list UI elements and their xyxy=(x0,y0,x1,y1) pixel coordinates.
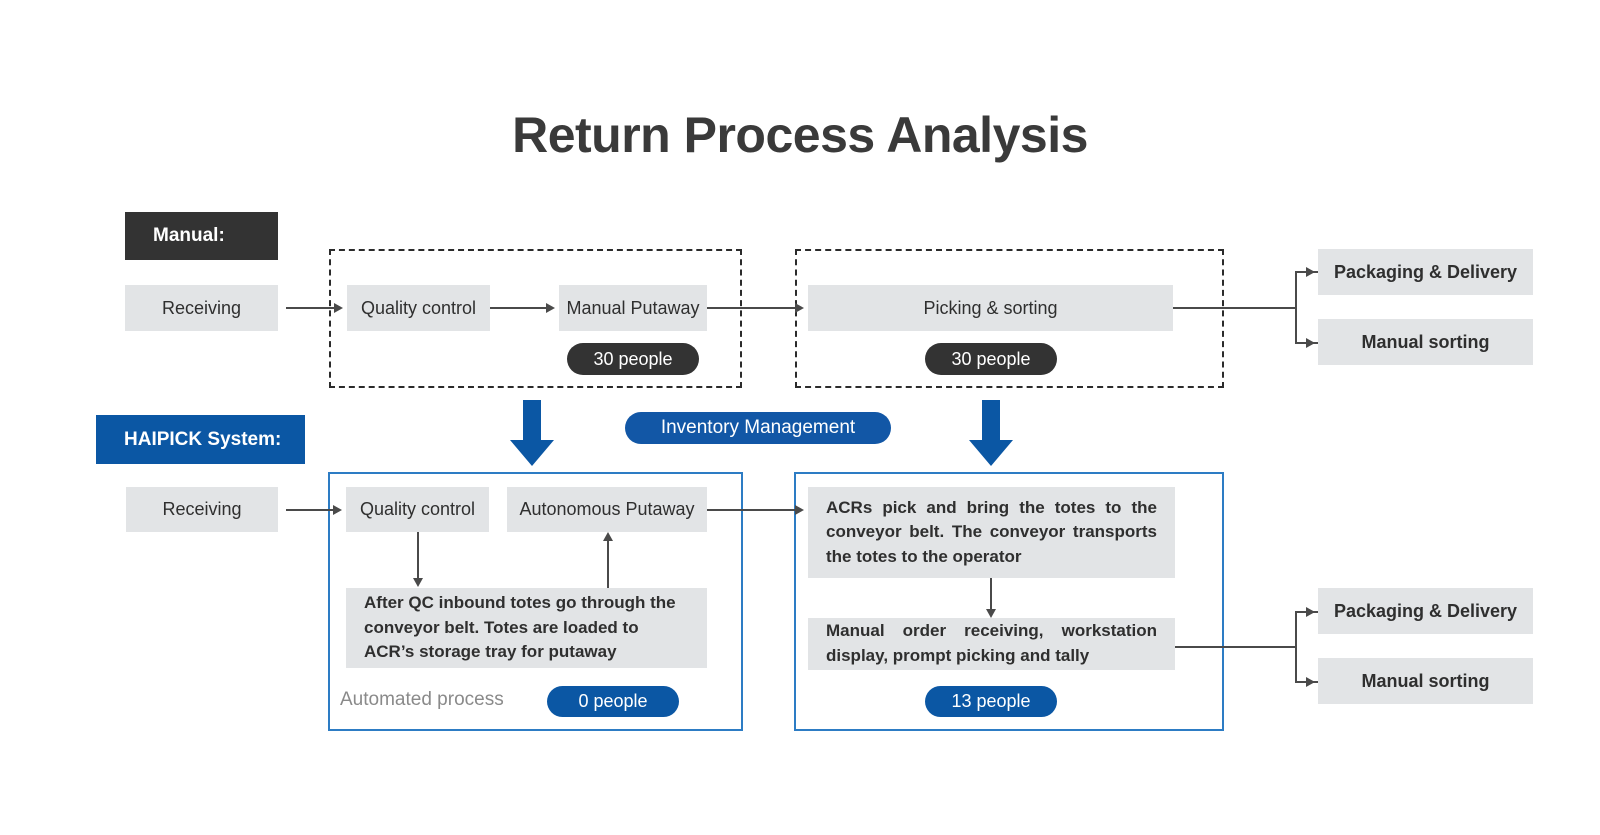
haipick-left-people-label: 0 people xyxy=(578,691,648,711)
automated-process-text: Automated process xyxy=(340,689,504,710)
haipick-receiving-label: Receiving xyxy=(162,499,242,519)
haipick-manual-order-text: Manual order receiving, workstation disp… xyxy=(826,621,1157,665)
manual-receiving-label: Receiving xyxy=(161,297,242,318)
arrowhead-manual-qc xyxy=(334,303,343,313)
manual-putaway-people-label: 30 people xyxy=(593,348,673,369)
haipick-output-packaging-box[interactable]: Packaging & Delivery xyxy=(1318,588,1533,634)
automated-process-label: Automated process xyxy=(340,689,504,711)
manual-putaway-people-badge: 30 people xyxy=(567,343,699,375)
haipick-manual-order-box: Manual order receiving, workstation disp… xyxy=(808,618,1175,670)
manual-quality-control-box[interactable]: Quality control xyxy=(347,285,490,331)
connector-haipick-receiving-to-qc xyxy=(286,509,333,511)
manual-picking-sorting-box[interactable]: Picking & sorting xyxy=(808,285,1173,331)
manual-section-tag: Manual: xyxy=(125,212,278,260)
connector-manual-qc-to-putaway xyxy=(490,307,546,309)
arrowhead-haipick-manual-order xyxy=(986,609,996,618)
manual-section-label: Manual: xyxy=(153,225,225,246)
haipick-output-sorting-box[interactable]: Manual sorting xyxy=(1318,658,1533,704)
arrowhead-haipick-qc xyxy=(333,505,342,515)
haipick-acr-note-box: ACRs pick and bring the totes to the con… xyxy=(808,487,1175,578)
manual-picking-sorting-label: Picking & sorting xyxy=(923,297,1058,318)
manual-output-packaging-box[interactable]: Packaging & Delivery xyxy=(1318,249,1533,295)
manual-output-sorting-label: Manual sorting xyxy=(1361,331,1490,352)
haipick-output-packaging-label: Packaging & Delivery xyxy=(1333,600,1518,621)
connector-haipick-branch-vertical xyxy=(1295,611,1297,682)
arrowhead-haipick-packaging xyxy=(1306,607,1315,617)
connector-haipick-acr-to-manual-order xyxy=(990,578,992,609)
haipick-quality-control-box[interactable]: Quality control xyxy=(346,487,489,532)
haipick-section-label: HAIPICK System: xyxy=(124,428,282,450)
manual-putaway-box[interactable]: Manual Putaway xyxy=(559,285,707,331)
haipick-qc-note-box: After QC inbound totes go through the co… xyxy=(346,588,707,668)
manual-output-sorting-box[interactable]: Manual sorting xyxy=(1318,319,1533,365)
connector-manual-putaway-to-picking xyxy=(707,307,795,309)
haipick-outbound-group xyxy=(794,472,1224,731)
haipick-quality-control-label: Quality control xyxy=(359,499,476,519)
page-title: Return Process Analysis xyxy=(512,107,1088,163)
manual-picking-people-badge: 30 people xyxy=(925,343,1057,375)
arrowhead-manual-sorting xyxy=(1306,338,1315,348)
haipick-qc-note-text: After QC inbound totes go through the co… xyxy=(364,593,676,662)
inventory-management-badge[interactable]: Inventory Management xyxy=(625,412,891,444)
haipick-left-people-badge: 0 people xyxy=(547,686,679,717)
manual-receiving-box[interactable]: Receiving xyxy=(125,285,278,331)
transition-arrow-left-icon xyxy=(510,400,554,466)
arrowhead-haipick-putaway xyxy=(603,532,613,541)
connector-haipick-qc-to-note xyxy=(417,532,419,578)
arrowhead-manual-putaway xyxy=(546,303,555,313)
arrowhead-haipick-acr xyxy=(795,505,804,515)
arrowhead-manual-packaging xyxy=(1306,267,1315,277)
manual-output-packaging-label: Packaging & Delivery xyxy=(1333,261,1518,282)
haipick-acr-note-text: ACRs pick and bring the totes to the con… xyxy=(826,497,1157,566)
haipick-output-sorting-label: Manual sorting xyxy=(1361,670,1490,691)
haipick-right-people-badge: 13 people xyxy=(925,686,1057,717)
arrowhead-haipick-qc-note xyxy=(413,578,423,587)
manual-inbound-group xyxy=(329,249,742,388)
manual-outbound-group xyxy=(795,249,1224,388)
connector-manual-picking-out xyxy=(1173,307,1295,309)
connector-manual-branch-vertical xyxy=(1295,271,1297,343)
manual-putaway-label: Manual Putaway xyxy=(566,297,700,318)
haipick-autonomous-putaway-label: Autonomous Putaway xyxy=(519,499,695,519)
haipick-inbound-group xyxy=(328,472,743,731)
arrowhead-manual-picking xyxy=(795,303,804,313)
manual-quality-control-label: Quality control xyxy=(360,297,477,318)
haipick-section-tag: HAIPICK System: xyxy=(96,415,305,464)
connector-haipick-left-to-right xyxy=(707,509,795,511)
transition-arrow-right-icon xyxy=(969,400,1013,466)
haipick-autonomous-putaway-box[interactable]: Autonomous Putaway xyxy=(507,487,707,532)
inventory-management-label: Inventory Management xyxy=(660,417,856,438)
haipick-right-people-label: 13 people xyxy=(951,691,1031,711)
manual-picking-people-label: 30 people xyxy=(951,348,1031,369)
connector-manual-receiving-to-qc xyxy=(286,307,334,309)
arrowhead-haipick-sorting xyxy=(1306,677,1315,687)
connector-haipick-out xyxy=(1175,646,1295,648)
haipick-receiving-box[interactable]: Receiving xyxy=(126,487,278,532)
connector-haipick-note-to-putaway xyxy=(607,541,609,588)
